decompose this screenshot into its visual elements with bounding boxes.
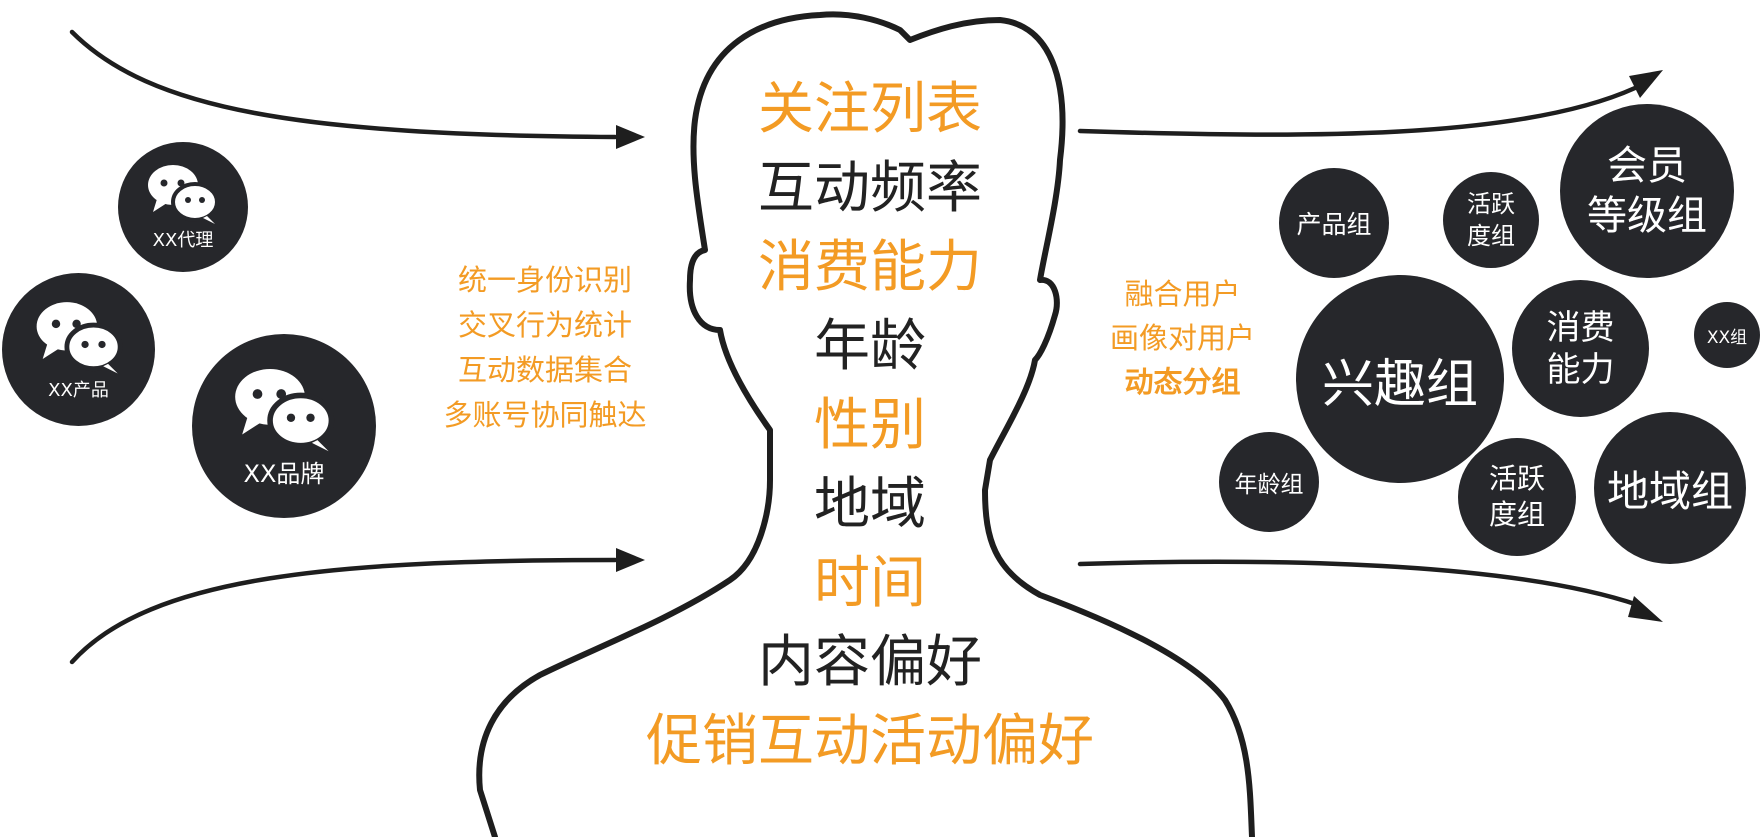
arrow-line-left-top xyxy=(69,29,618,140)
profile-tag: 互动频率 xyxy=(758,156,982,221)
left-description-line: 互动数据集合 xyxy=(457,353,632,387)
group-circle: 活跃 度组 xyxy=(1443,172,1539,268)
left-description-line: 统一身份识别 xyxy=(457,263,632,297)
profile-tag: 年龄 xyxy=(814,314,926,379)
right-description: 融合用户 画像对用户 动态分组 xyxy=(1095,272,1270,404)
profile-tag: 地域 xyxy=(814,472,926,537)
group-label: 兴趣组 xyxy=(1321,354,1478,415)
right-description-line: 动态分组 xyxy=(1124,365,1241,399)
group-label: 地域组 xyxy=(1606,466,1733,516)
group-circle: 会员 等级组 xyxy=(1560,104,1734,278)
wechat-account-label: XX代理 xyxy=(152,230,214,251)
right-description-line: 画像对用户 xyxy=(1109,321,1255,355)
arrow-line-right-bottom xyxy=(1077,559,1641,608)
group-label: 会员 xyxy=(1607,143,1687,189)
wechat-chat-bubbles-icon xyxy=(148,165,219,224)
profile-tag: 内容偏好 xyxy=(758,630,982,695)
group-circle: XX组 xyxy=(1694,302,1760,368)
group-label: 活跃 xyxy=(1488,462,1545,495)
group-label: 活跃 xyxy=(1467,190,1515,218)
group-circle: 兴趣组 xyxy=(1296,275,1504,483)
group-label: 度组 xyxy=(1467,222,1515,250)
arrow-head-icon xyxy=(1629,70,1663,98)
wechat-chat-bubbles-icon xyxy=(235,368,335,451)
wechat-account-circle: XX品牌 xyxy=(192,334,376,518)
arrow-head-icon xyxy=(616,548,645,572)
group-label: 年龄组 xyxy=(1234,472,1304,498)
wechat-account-circle: XX代理 xyxy=(118,142,248,272)
arrow-head-icon xyxy=(1628,596,1663,622)
wechat-chat-bubbles-icon xyxy=(36,301,123,374)
right-description-line: 融合用户 xyxy=(1124,277,1241,311)
group-circle: 地域组 xyxy=(1594,412,1746,564)
wechat-account-label: XX品牌 xyxy=(243,459,325,488)
profile-tag: 促销互动活动偏好 xyxy=(646,709,1094,774)
group-label: 度组 xyxy=(1488,498,1545,531)
wechat-account-circle: XX产品 xyxy=(2,273,155,426)
profile-tag: 关注列表 xyxy=(758,77,982,142)
left-description-line: 交叉行为统计 xyxy=(457,308,632,342)
group-label: XX组 xyxy=(1706,327,1748,348)
profile-tag: 时间 xyxy=(814,551,926,616)
group-circle: 产品组 xyxy=(1279,168,1389,278)
group-label: 等级组 xyxy=(1587,193,1707,239)
group-label: 能力 xyxy=(1546,349,1615,390)
left-description-line: 多账号协同触达 xyxy=(443,398,647,432)
group-circle: 消费 能力 xyxy=(1512,280,1649,417)
left-description: 统一身份识别 交叉行为统计 互动数据集合 多账号协同触达 xyxy=(420,258,670,438)
arrow-head-icon xyxy=(616,125,645,149)
wechat-account-label: XX产品 xyxy=(48,379,109,401)
profile-tag: 性别 xyxy=(814,393,926,458)
group-circle: 活跃 度组 xyxy=(1458,438,1576,556)
group-label: 消费 xyxy=(1546,307,1615,348)
arrow-line-left-bottom xyxy=(69,557,618,665)
head-silhouette-outline xyxy=(476,11,1255,837)
arrow-line-right-top xyxy=(1077,85,1638,137)
group-circle: 年龄组 xyxy=(1219,432,1319,532)
profile-tag: 消费能力 xyxy=(758,235,982,300)
group-label: 产品组 xyxy=(1296,210,1372,239)
profile-tag-list: 关注列表 互动频率 消费能力 年龄 性别 地域 时间 内容偏好 促销互动活动偏好 xyxy=(640,70,1100,781)
